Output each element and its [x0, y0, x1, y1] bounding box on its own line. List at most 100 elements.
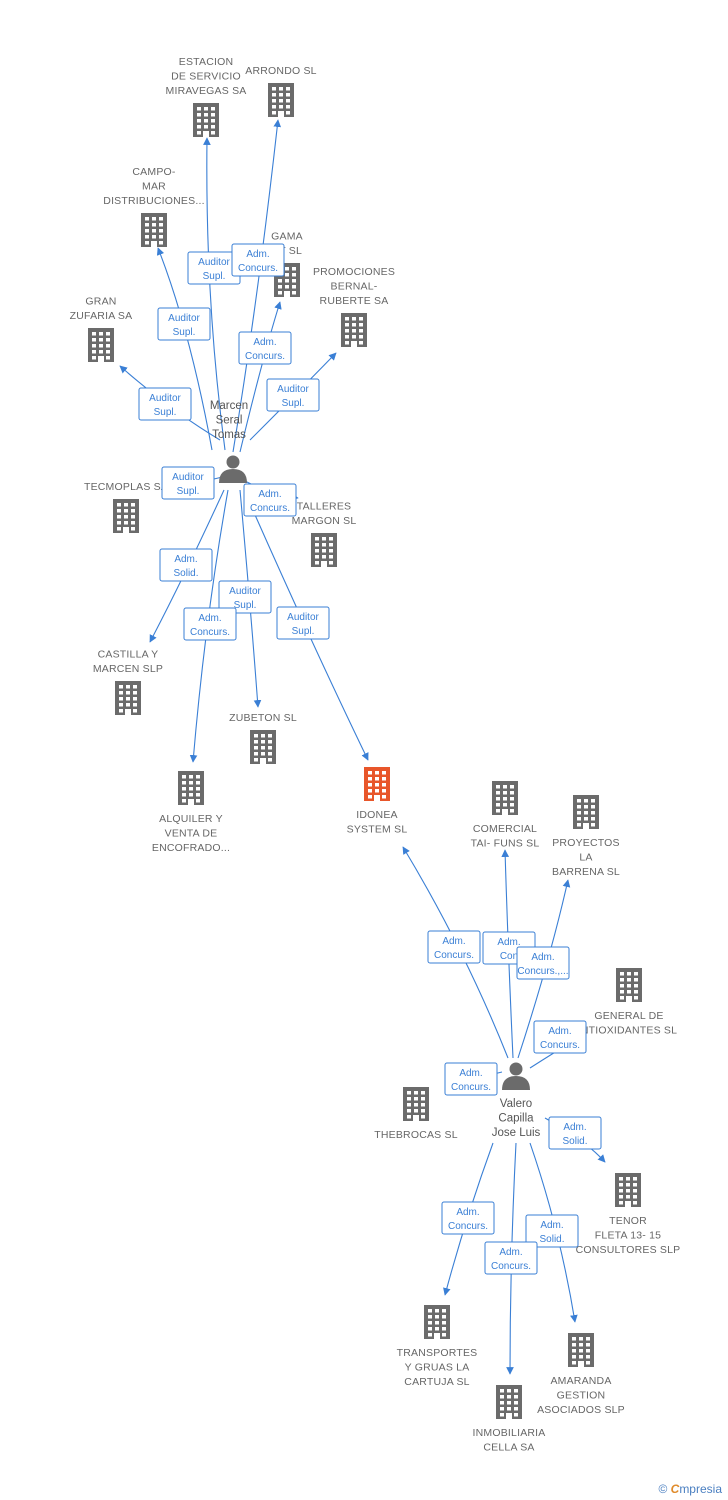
svg-text:Concurs.: Concurs. [245, 351, 285, 362]
svg-text:Auditor: Auditor [149, 393, 181, 404]
svg-text:Solid.: Solid. [539, 1234, 564, 1245]
svg-text:Adm.: Adm. [174, 554, 197, 565]
svg-text:Concurs.: Concurs. [451, 1082, 491, 1093]
svg-text:Supl.: Supl. [292, 626, 315, 637]
building-icon-idonea [364, 767, 390, 801]
svg-text:Concurs.: Concurs. [238, 263, 278, 274]
edge-p1-arrondo [232, 119, 282, 453]
person-icon-p1 [219, 455, 247, 483]
relation-label-p1-talleres[interactable]: Adm. Concurs. [243, 483, 297, 517]
svg-text:Adm.: Adm. [253, 337, 276, 348]
svg-text:Solid.: Solid. [562, 1136, 587, 1147]
building-icon-transportes [424, 1305, 450, 1339]
svg-text:Adm.: Adm. [198, 613, 221, 624]
svg-text:Con: Con [500, 951, 518, 962]
copyright-symbol: © [658, 1482, 668, 1496]
svg-text:Adm.: Adm. [548, 1026, 571, 1037]
svg-text:Concurs.: Concurs. [540, 1040, 580, 1051]
svg-text:Auditor: Auditor [172, 472, 204, 483]
relation-label-p1-alquiler[interactable]: Adm. Concurs. [183, 607, 237, 641]
building-icon-general [616, 968, 642, 1002]
brand-footer[interactable]: © Cmpresia [658, 1482, 722, 1496]
brand-logo-text: mpresia [679, 1482, 722, 1496]
svg-text:Adm.: Adm. [456, 1207, 479, 1218]
person-icon-p2 [502, 1062, 530, 1090]
svg-text:Adm.: Adm. [540, 1220, 563, 1231]
svg-text:Supl.: Supl. [177, 486, 200, 497]
company-label-zubeton: ZUBETON SL [229, 712, 297, 724]
svg-text:Solid.: Solid. [173, 568, 198, 579]
building-icon-castilla [115, 681, 141, 715]
svg-text:Adm.: Adm. [531, 952, 554, 963]
svg-text:Concurs.: Concurs. [491, 1261, 531, 1272]
svg-text:Concurs.: Concurs. [190, 627, 230, 638]
company-label-arrondo: ARRONDO SL [245, 65, 316, 77]
building-icon-proyectos [573, 795, 599, 829]
relation-label-p2-transportes[interactable]: Adm.Concurs. [441, 1201, 495, 1235]
svg-text:Adm.: Adm. [258, 489, 281, 500]
company-label-tecmoplas: TECMOPLAS SA [84, 481, 168, 493]
building-icon-tecmoplas [113, 499, 139, 533]
edge-labels-layer: AuditorSupl.Adm.Concurs.AuditorSupl.Adm.… [138, 243, 602, 1275]
building-icon-thebrocas [403, 1087, 429, 1121]
edge-p1-gama [239, 301, 282, 453]
svg-text:Concurs.: Concurs. [250, 503, 290, 514]
svg-text:Auditor: Auditor [229, 586, 261, 597]
relation-label-p2-inmobiliaria[interactable]: Adm. Concurs. [484, 1241, 538, 1275]
relation-label-p1-castilla[interactable]: Adm. Solid. [159, 548, 213, 582]
building-icon-promociones [341, 313, 367, 347]
svg-text:Adm.: Adm. [499, 1247, 522, 1258]
building-icon-amaranda [568, 1333, 594, 1367]
svg-text:Adm.: Adm. [497, 937, 520, 948]
svg-text:Adm.: Adm. [459, 1068, 482, 1079]
svg-text:Adm.: Adm. [246, 249, 269, 260]
building-icon-tenor [615, 1173, 641, 1207]
svg-text:Adm.: Adm. [563, 1122, 586, 1133]
svg-text:Concurs.,...: Concurs.,... [517, 966, 568, 977]
svg-text:Supl.: Supl. [282, 398, 305, 409]
building-icon-comercial [492, 781, 518, 815]
building-icon-arrondo [268, 83, 294, 117]
relation-label-p2-tenor[interactable]: Adm. Solid. [548, 1116, 602, 1150]
svg-text:Adm.: Adm. [442, 936, 465, 947]
svg-text:Supl.: Supl. [154, 407, 177, 418]
company-label-thebrocas: THEBROCAS SL [374, 1129, 458, 1141]
relation-label-p1-arrondo[interactable]: Adm. Concurs. [231, 243, 285, 277]
building-icon-inmobiliaria [496, 1385, 522, 1419]
building-icon-estacion [193, 103, 219, 137]
svg-text:Auditor: Auditor [198, 257, 230, 268]
building-icon-zubeton [250, 730, 276, 764]
relation-label-p2-idonea[interactable]: Adm.Concurs. [427, 930, 481, 964]
building-icon-granzufaria [88, 328, 114, 362]
svg-text:Supl.: Supl. [234, 600, 257, 611]
relation-label-p2-general[interactable]: Adm. Concurs. [533, 1020, 587, 1054]
svg-text:Auditor: Auditor [287, 612, 319, 623]
relation-label-p1-gama[interactable]: Adm. Concurs. [238, 331, 292, 365]
brand-logo-initial: C [670, 1482, 680, 1496]
svg-text:Auditor: Auditor [168, 313, 200, 324]
relation-label-p2-amaranda[interactable]: Adm. Solid. [525, 1214, 579, 1248]
svg-text:Supl.: Supl. [173, 327, 196, 338]
relation-label-p2-proyectos[interactable]: Adm. Concurs.,... [516, 946, 570, 980]
relation-label-p2-thebrocas[interactable]: Adm. Concurs. [444, 1062, 498, 1096]
